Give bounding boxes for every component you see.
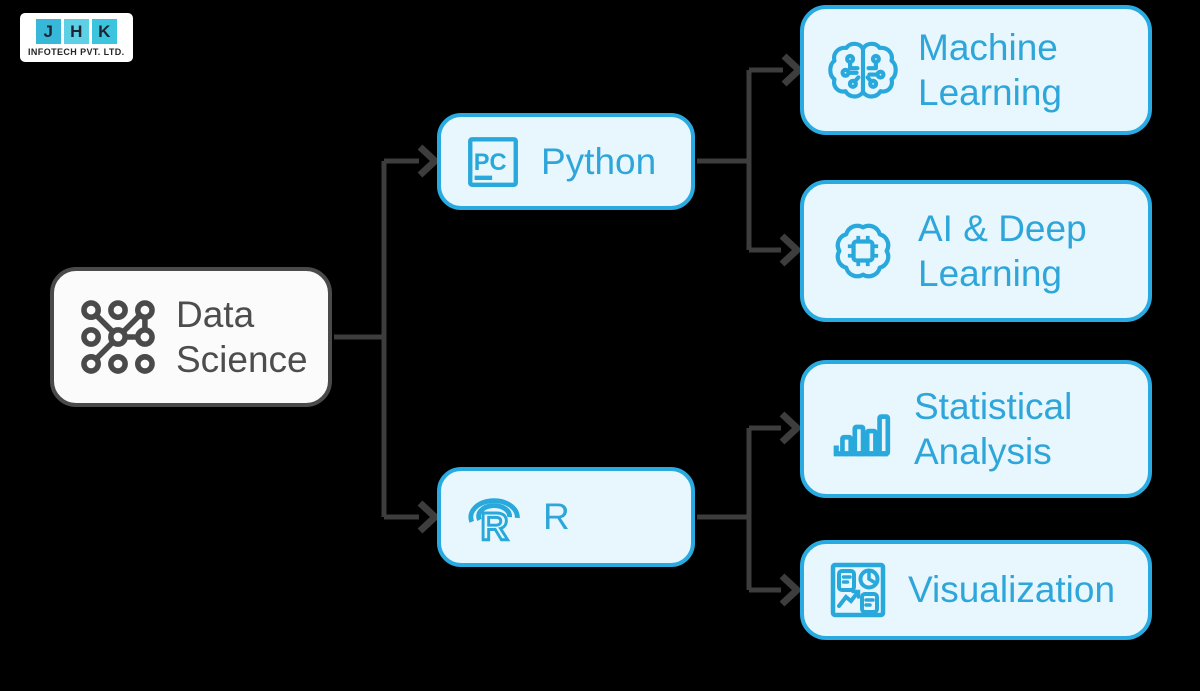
network-nodes-icon (80, 299, 156, 375)
node-label: Python (541, 140, 657, 182)
logo-letter-tiles: J H K (35, 19, 117, 44)
node-label: Statistical Analysis (914, 385, 1073, 472)
node-statistical-analysis[interactable]: Statistical Analysis (800, 360, 1152, 498)
node-label: Visualization (908, 569, 1116, 611)
logo-letter-j: J (35, 19, 61, 44)
node-label: R (543, 496, 570, 538)
bar-chart-icon (828, 396, 894, 462)
pycharm-icon: PC (465, 134, 521, 190)
arrowhead-to-vis (779, 573, 803, 607)
node-label: Machine Learning (918, 26, 1063, 113)
r-icon-text: R (481, 505, 509, 546)
logo-subtitle: INFOTECH PVT. LTD. (28, 47, 125, 57)
company-logo: J H K INFOTECH PVT. LTD. (20, 13, 133, 62)
ai-chip-brain-icon (828, 216, 898, 286)
arrowhead-to-ai (779, 233, 803, 267)
arrowhead-to-r (417, 500, 441, 534)
arrowhead-to-python (417, 144, 441, 178)
logo-letter-k: K (91, 19, 117, 44)
brain-circuit-icon (828, 39, 898, 101)
node-label: Data Science (176, 293, 308, 380)
r-language-icon: R (465, 488, 527, 546)
pycharm-icon-text: PC (474, 149, 507, 175)
node-r[interactable]: R R (437, 467, 695, 567)
dashboard-report-icon (826, 558, 890, 622)
logo-letter-h: H (63, 19, 89, 44)
node-label: AI & Deep Learning (918, 207, 1087, 294)
node-ai-deep-learning[interactable]: AI & Deep Learning (800, 180, 1152, 322)
node-machine-learning[interactable]: Machine Learning (800, 5, 1152, 135)
arrowhead-to-stat (779, 411, 803, 445)
node-python[interactable]: PC Python (437, 113, 695, 210)
node-data-science[interactable]: Data Science (50, 267, 332, 407)
node-visualization[interactable]: Visualization (800, 540, 1152, 640)
arrowhead-to-ml (781, 53, 805, 87)
